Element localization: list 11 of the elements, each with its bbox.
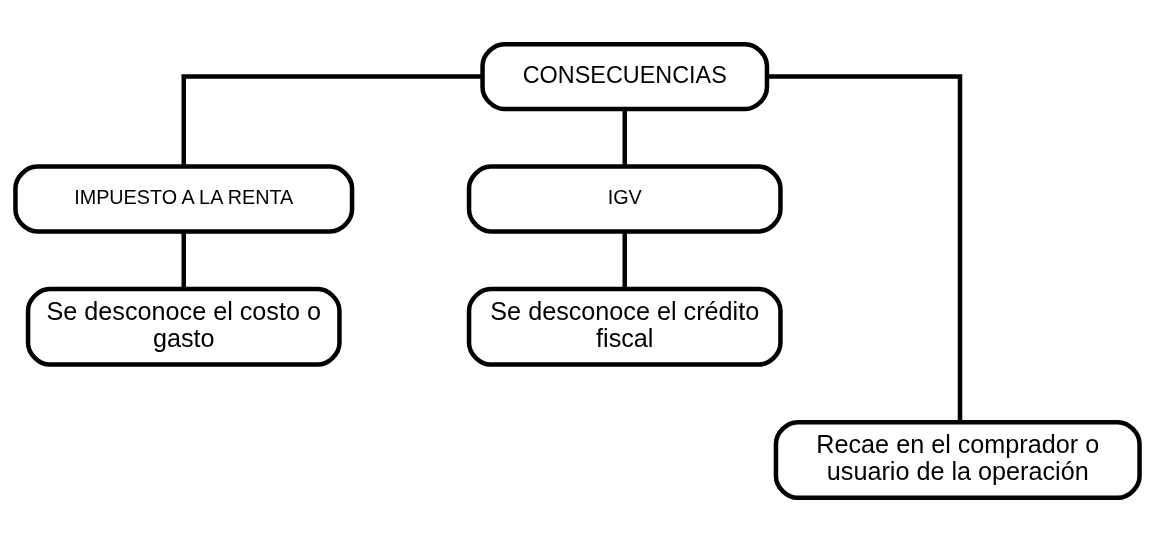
node-box: IGV [466, 163, 783, 234]
connector [622, 108, 627, 166]
connector [181, 73, 483, 166]
node-box: CONSECUENCIAS [480, 41, 770, 111]
node-box: Se desconoce el crédito fiscal [466, 286, 783, 367]
connector [181, 231, 186, 289]
node-box: Se desconoce el costo o gasto [25, 286, 342, 367]
connector [767, 73, 963, 422]
connector [622, 231, 627, 289]
node-box: IMPUESTO A LA RENTA [13, 163, 355, 234]
node-box: Recae en el comprador o usuario de la operación [773, 419, 1142, 500]
